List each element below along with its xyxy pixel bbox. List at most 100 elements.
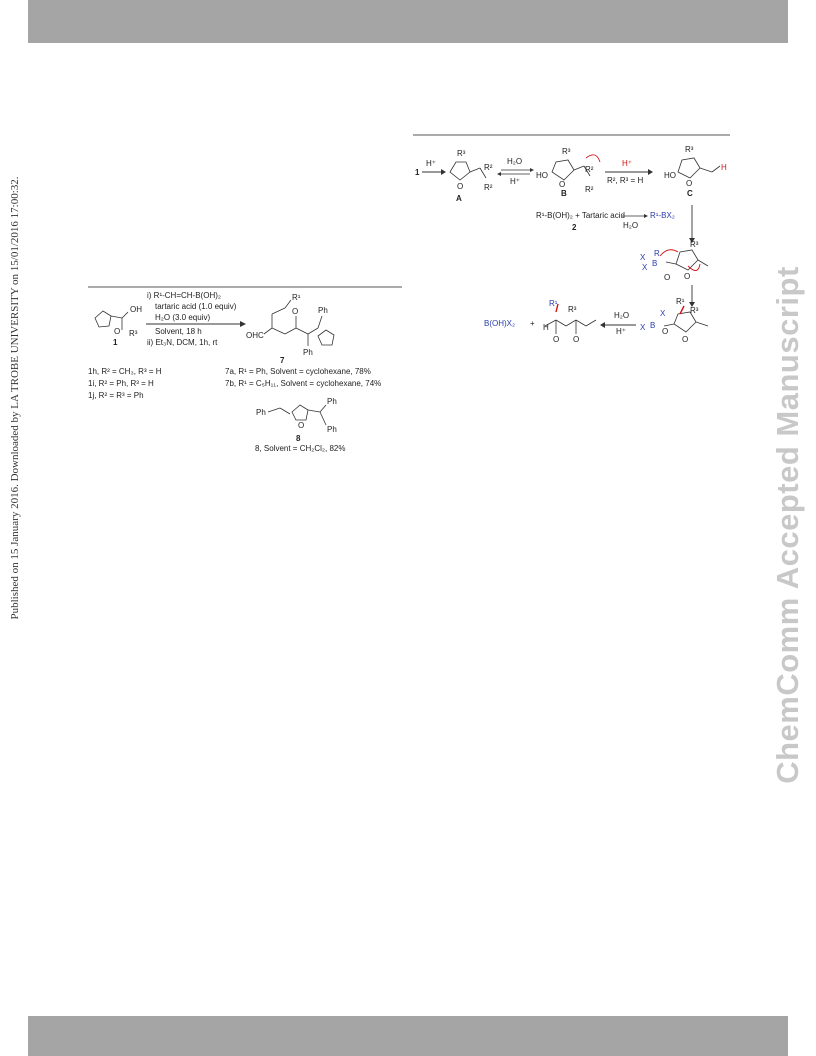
adduct-structure	[663, 311, 709, 333]
intermediate-a-structure	[449, 161, 487, 181]
reagent-number: 2	[572, 223, 577, 232]
furan-o-label-8: O	[298, 421, 304, 430]
o-label-b: O	[559, 180, 565, 189]
water-label-2: H₂O	[623, 221, 638, 230]
label-a: A	[456, 194, 462, 203]
ph-label-8b: Ph	[327, 397, 337, 406]
h-red-label: H	[721, 163, 727, 172]
o-label-c: O	[686, 179, 692, 188]
product-7-label: 7	[280, 356, 285, 365]
plus-sign: +	[530, 319, 535, 328]
o-label-final-1: O	[553, 335, 559, 344]
new-bond-red	[679, 305, 685, 315]
condition-2: tartaric acid (1.0 equiv)	[155, 302, 237, 311]
b-label-2: B	[650, 321, 655, 330]
o-label-a: O	[457, 182, 463, 191]
r2-label-b2: R²	[585, 185, 594, 194]
reagent-product: R¹-BX₂	[650, 211, 675, 220]
reagent-line: R¹-B(OH)₂ + Tartaric acid	[536, 211, 625, 220]
arrow-left-head	[600, 322, 605, 328]
start-compound-label: 1	[415, 168, 420, 177]
intermediate-b-structure	[551, 159, 591, 181]
r1-label-final: R¹	[549, 299, 558, 308]
ph-label-8a: Ph	[256, 408, 266, 417]
r2-label-a: R²	[484, 163, 493, 172]
h-plus-2: H⁺	[510, 177, 520, 186]
r3-label-a: R³	[457, 149, 466, 158]
o-label-adduct-ring: O	[682, 335, 688, 344]
condition-1: i) R¹-CH=CH-B(OH)₂	[147, 291, 221, 300]
o-label-ring: O	[684, 272, 690, 281]
r1-label: R¹	[292, 293, 301, 302]
ph-label-8c: Ph	[327, 425, 337, 434]
product-8-result: 8, Solvent = CH₂Cl₂, 82%	[255, 444, 345, 453]
condition-5: ii) Et₃N, DCM, 1h, rt	[147, 338, 218, 347]
compound-1-label: 1	[113, 338, 118, 347]
curved-arrow-boronate-2	[687, 263, 701, 271]
arrow-to-c-head	[648, 169, 653, 175]
header-bar	[28, 0, 788, 43]
substrate-1j: 1j, R² = R³ = Ph	[88, 391, 144, 400]
reagent-arrow-head	[644, 214, 648, 218]
final-product-structure	[544, 319, 597, 334]
condition-4: Solvent, 18 h	[155, 327, 202, 336]
furan-1-structure	[94, 310, 129, 330]
ph-label-top: Ph	[318, 306, 328, 315]
o-label-adduct: O	[662, 327, 668, 336]
arrow-1-head	[441, 169, 446, 175]
r2-label-b: R²	[585, 165, 594, 174]
oh-label: OH	[130, 305, 142, 314]
boron-product-label: B(OH)X₂	[484, 319, 515, 328]
x-label-4: X	[640, 323, 646, 332]
scheme-right: 1 H⁺ R³ R² R² O A H₂O H⁺ R³ R² R² HO	[415, 145, 727, 344]
result-7a: 7a, R¹ = Ph, Solvent = cyclohexane, 78%	[225, 367, 371, 376]
o-label-boronate: O	[664, 273, 670, 282]
water-label-3: H₂O	[614, 311, 629, 320]
x-label-2: X	[642, 263, 648, 272]
eq-arrow-back-head	[497, 172, 501, 176]
product-8-structure	[267, 404, 327, 426]
ho-label-c: HO	[664, 171, 676, 180]
final-new-bond	[555, 303, 559, 313]
ho-label-b: HO	[536, 171, 548, 180]
h-plus-3: H⁺	[616, 327, 626, 336]
arrow-down-1-head	[689, 238, 695, 243]
intermediate-c-structure	[677, 157, 721, 179]
r-label: R	[654, 249, 660, 258]
x-label-3: X	[660, 309, 666, 318]
r3-label: R³	[129, 329, 138, 338]
boronate-complex-structure	[665, 249, 709, 271]
eq-arrow-forward-head	[530, 168, 534, 172]
ohc-label: OHC	[246, 331, 264, 340]
furan-o-label: O	[114, 327, 120, 336]
r3-label-final: R³	[568, 305, 577, 314]
footer-bar	[28, 1016, 788, 1056]
h-plus-1: H⁺	[426, 159, 436, 168]
condition-c: R², R³ = H	[607, 176, 643, 185]
curved-arrow-boronate-1	[659, 249, 679, 257]
r1-label-adduct: R¹	[676, 297, 685, 306]
product-8-label: 8	[296, 434, 301, 443]
r3-label-boronate: R³	[690, 240, 699, 249]
b-label-1: B	[652, 259, 657, 268]
r3-label-c: R³	[685, 145, 694, 154]
water-label-1: H₂O	[507, 157, 522, 166]
condition-3: H₂O (3.0 equiv)	[155, 313, 210, 322]
curved-arrow-b	[585, 154, 601, 163]
label-b: B	[561, 189, 567, 198]
arrow-down-2-head	[689, 302, 695, 307]
x-label-1: X	[640, 253, 646, 262]
r2-label-a2: R²	[484, 183, 493, 192]
substrate-1h: 1h, R² = CH₃, R³ = H	[88, 367, 162, 376]
label-c: C	[687, 189, 693, 198]
r3-label-b: R³	[562, 147, 571, 156]
h-label-final: H	[543, 323, 549, 332]
product-7-structure	[263, 299, 335, 346]
arrow-head-left	[240, 321, 246, 327]
h-plus-red: H⁺	[622, 159, 632, 168]
ph-label-bottom: Ph	[303, 348, 313, 357]
r3-label-adduct: R³	[690, 306, 699, 315]
ketone-o-label: O	[292, 307, 298, 316]
result-7b: 7b, R¹ = C₅H₁₁, Solvent = cyclohexane, 7…	[225, 379, 381, 388]
